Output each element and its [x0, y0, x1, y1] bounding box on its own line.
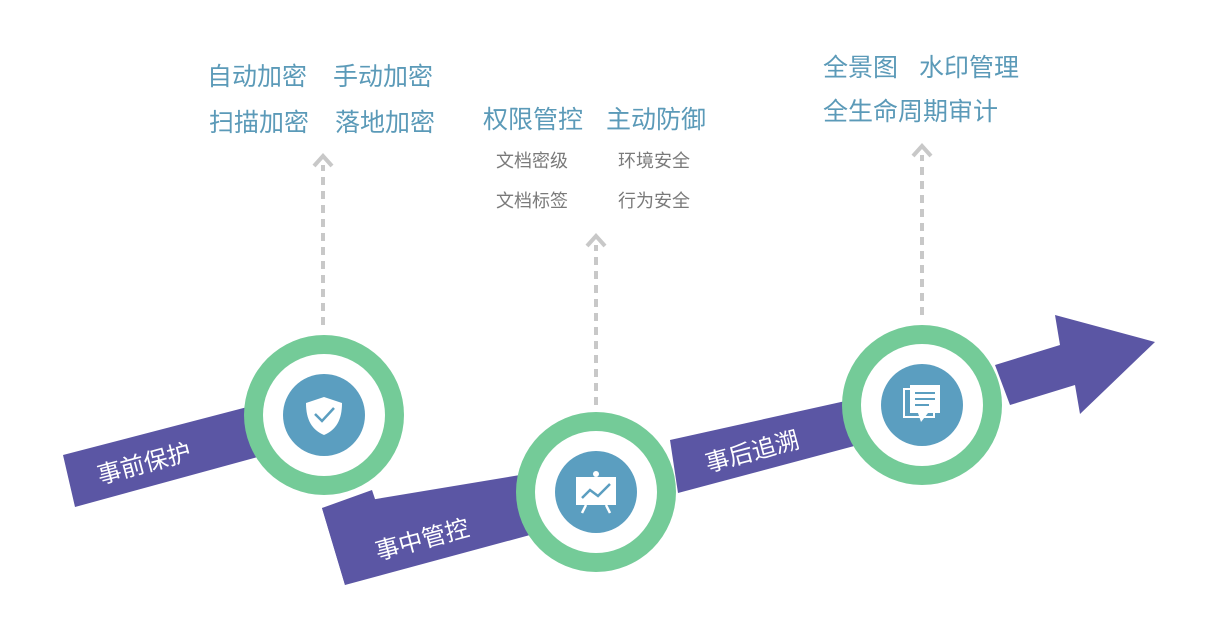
band-after	[670, 400, 858, 493]
feature-lifecycle-audit: 全生命周期审计	[823, 97, 999, 126]
connector-during	[585, 233, 607, 405]
sub-feature-doc-classification: 文档密级	[496, 151, 568, 172]
band-before	[63, 405, 265, 507]
sub-feature-env-security: 环境安全	[618, 151, 690, 172]
feature-panorama: 全景图	[823, 53, 899, 82]
connector-after	[911, 143, 933, 315]
band-arrow	[995, 315, 1155, 414]
stage-node-after	[842, 325, 1002, 485]
stage-node-during	[516, 412, 676, 572]
feature-active-defense: 主动防御	[606, 105, 707, 134]
feature-scan-encrypt: 扫描加密	[209, 108, 310, 137]
feature-manual-encrypt: 手动加密	[333, 62, 434, 91]
sub-feature-behavior-security: 行为安全	[618, 191, 690, 212]
chart-board-icon	[576, 471, 616, 514]
feature-watermark: 水印管理	[919, 53, 1020, 82]
feature-auto-encrypt: 自动加密	[207, 62, 308, 91]
sub-feature-doc-tag: 文档标签	[496, 191, 568, 212]
band-during	[322, 475, 530, 585]
feature-landing-encrypt: 落地加密	[335, 108, 436, 137]
shield-check-icon	[306, 397, 342, 435]
feature-permission-control: 权限管控	[483, 105, 584, 134]
connector-before	[312, 153, 334, 325]
stage-node-before	[244, 335, 404, 495]
document-chat-icon	[903, 385, 940, 422]
